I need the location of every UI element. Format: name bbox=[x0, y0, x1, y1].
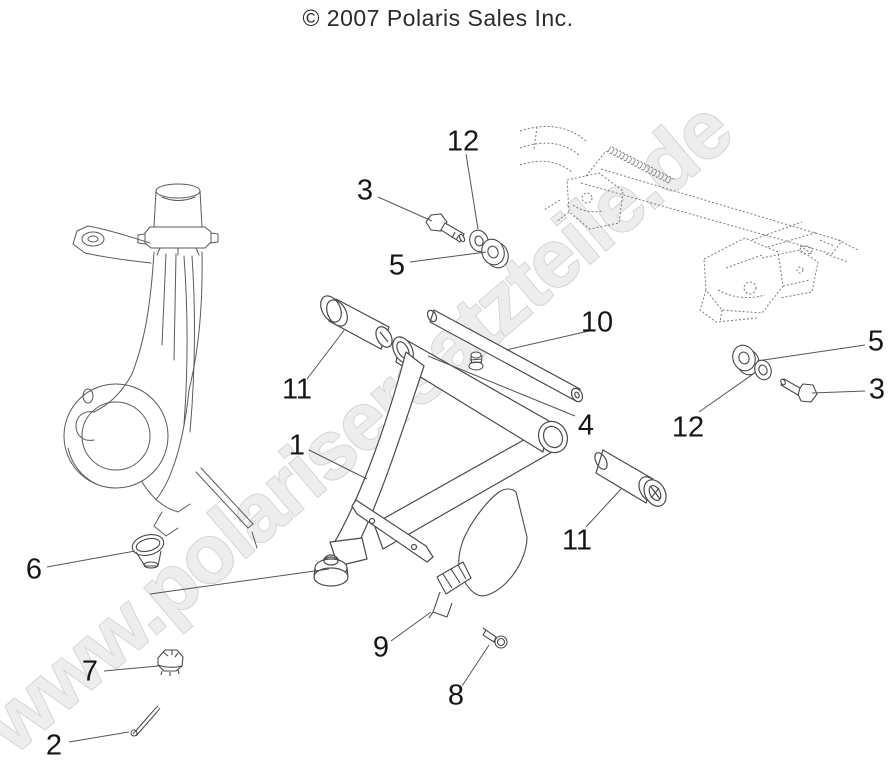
callout-11-left: 11 bbox=[281, 373, 313, 406]
callout-3-upper: 3 bbox=[356, 174, 374, 207]
callout-12-upper: 12 bbox=[446, 125, 480, 158]
dust-cup-drawing bbox=[131, 534, 165, 569]
callout-10: 10 bbox=[580, 306, 614, 339]
copyright-text: © 2007 Polaris Sales Inc. bbox=[302, 5, 574, 31]
spacer-right-drawing bbox=[732, 344, 760, 376]
leader-lines bbox=[46, 153, 866, 743]
bolt-small-drawing bbox=[482, 627, 508, 649]
pivot-rod-drawing bbox=[426, 309, 584, 403]
callout-5-right: 5 bbox=[867, 325, 885, 358]
callout-2: 2 bbox=[45, 729, 63, 762]
callout-9: 9 bbox=[372, 631, 390, 664]
callout-1: 1 bbox=[288, 429, 306, 462]
callout-11-right: 11 bbox=[561, 524, 593, 557]
cotter-pin-drawing bbox=[130, 705, 161, 737]
grease-fitting-drawing bbox=[468, 351, 484, 371]
callout-7: 7 bbox=[81, 655, 99, 688]
splash-shield-drawing bbox=[428, 488, 528, 619]
callout-3-right: 3 bbox=[868, 373, 886, 406]
bushing-tube-right-drawing bbox=[594, 449, 667, 507]
bolt-right-drawing bbox=[780, 378, 818, 403]
bolt-upper-drawing bbox=[425, 213, 466, 243]
steering-knuckle-drawing bbox=[63, 183, 258, 549]
callout-12-right: 12 bbox=[671, 411, 705, 444]
callout-4: 4 bbox=[577, 409, 595, 442]
callout-6: 6 bbox=[25, 553, 43, 586]
callout-5-upper: 5 bbox=[388, 249, 406, 282]
bushing-tube-left-drawing bbox=[320, 295, 393, 350]
spacer-upper-drawing bbox=[481, 238, 509, 269]
castle-nut-drawing bbox=[157, 649, 184, 676]
callout-8: 8 bbox=[447, 679, 465, 712]
a-arm-drawing bbox=[313, 336, 569, 587]
frame-rail-drawing bbox=[519, 125, 859, 323]
